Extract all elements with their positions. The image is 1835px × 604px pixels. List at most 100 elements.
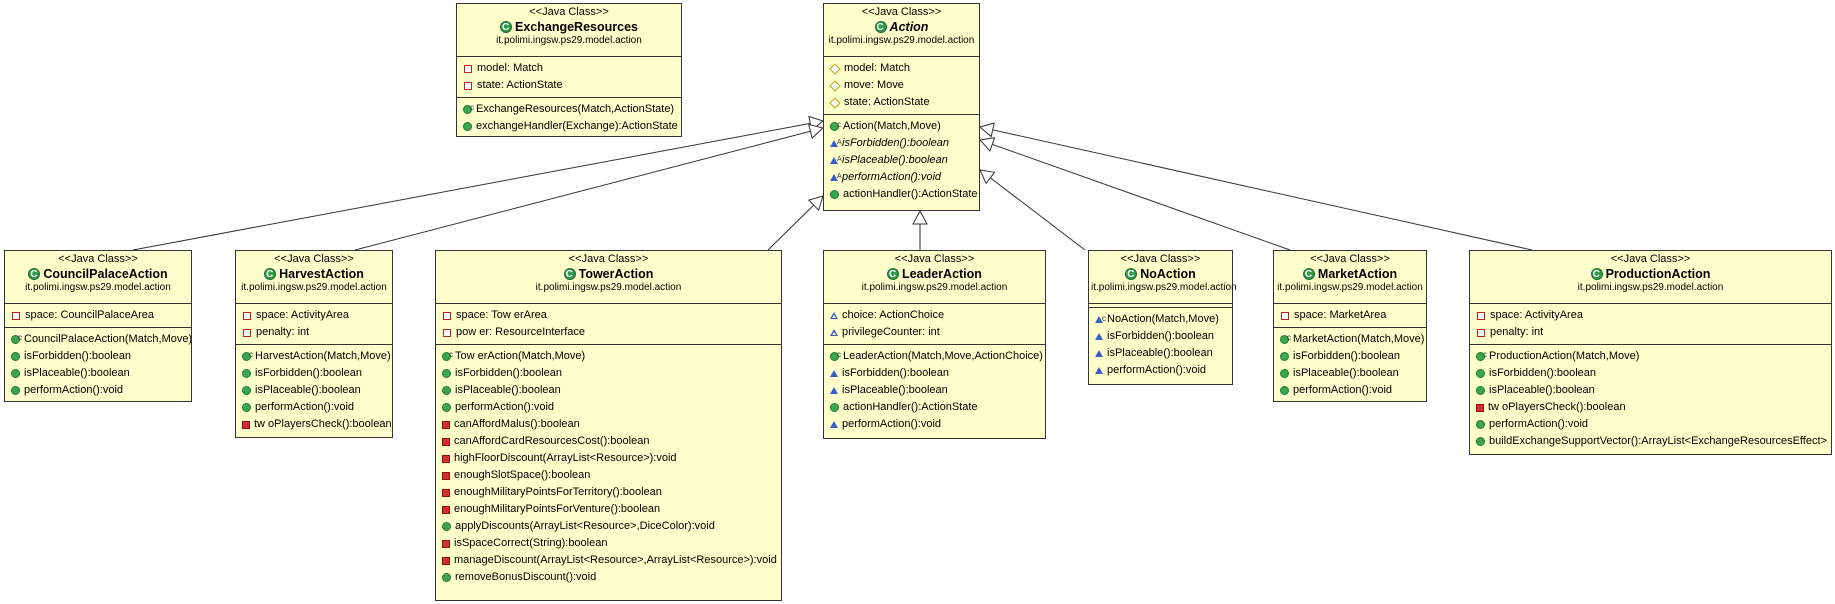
class-exchange-resources[interactable]: <<Java Class>>ExchangeResourcesit.polimi…	[456, 3, 682, 137]
attribute-row[interactable]: space: ActivityArea	[1470, 307, 1831, 324]
method-row[interactable]: performAction():void	[824, 416, 1045, 433]
method-row[interactable]: isForbidden():boolean	[824, 134, 979, 152]
attribute-row[interactable]: penalty: int	[236, 324, 392, 341]
method-text: NoAction(Match,Move)	[1107, 313, 1219, 325]
method-row[interactable]: isForbidden():boolean	[436, 365, 781, 382]
attribute-row[interactable]: privilegeCounter: int	[824, 324, 1045, 341]
method-row[interactable]: isSpaceCorrect(String):boolean	[436, 535, 781, 552]
method-row[interactable]: exchangeHandler(Exchange):ActionState	[457, 118, 681, 135]
method-row[interactable]: Action(Match,Move)	[824, 116, 979, 135]
class-harvest-action[interactable]: <<Java Class>>HarvestActionit.polimi.ing…	[235, 250, 393, 438]
method-row[interactable]: isPlaceable():boolean	[1089, 345, 1232, 362]
method-row[interactable]: manageDiscount(ArrayList<Resource>,Array…	[436, 552, 781, 569]
method-row[interactable]: performAction():void	[236, 399, 392, 416]
method-row[interactable]: isForbidden():boolean	[5, 348, 191, 365]
method-row[interactable]: ExchangeResources(Match,ActionState)	[457, 99, 681, 118]
method-row[interactable]: enoughMilitaryPointsForTerritory():boole…	[436, 484, 781, 501]
method-row[interactable]: canAffordCardResourcesCost():boolean	[436, 433, 781, 450]
method-row[interactable]: HarvestAction(Match,Move)	[236, 346, 392, 365]
class-header: <<Java Class>>CouncilPalaceActionit.poli…	[5, 251, 191, 304]
attribute-row[interactable]: choice: ActionChoice	[824, 307, 1045, 324]
method-row[interactable]: actionHandler():ActionState	[824, 399, 1045, 416]
method-row[interactable]: LeaderAction(Match,Move,ActionChoice)	[824, 346, 1045, 365]
method-row[interactable]: CouncilPalaceAction(Match,Move)	[5, 329, 192, 348]
attribute-row[interactable]: model: Match	[457, 60, 681, 77]
class-icon	[563, 267, 576, 283]
method-row[interactable]: isPlaceable():boolean	[236, 382, 392, 399]
method-row[interactable]: enoughMilitaryPointsForVenture():boolean	[436, 501, 781, 518]
attribute-row[interactable]: space: CouncilPalaceArea	[5, 307, 191, 324]
attribute-row[interactable]: penalty: int	[1470, 324, 1831, 341]
public-method-icon	[242, 369, 251, 378]
method-text: isPlaceable():boolean	[842, 384, 948, 396]
package-label: it.polimi.ingsw.ps29.model.action	[1577, 282, 1724, 293]
attribute-row[interactable]: pow er: ResourceInterface	[436, 324, 781, 341]
method-row[interactable]: ProductionAction(Match,Move)	[1470, 346, 1831, 365]
method-row[interactable]: performAction():void	[1274, 382, 1426, 399]
attribute-row[interactable]: move: Move	[824, 77, 979, 94]
method-row[interactable]: isForbidden():boolean	[1470, 365, 1831, 382]
method-text: isForbidden():boolean	[1107, 330, 1215, 342]
method-text: isForbidden():boolean	[1489, 367, 1597, 379]
method-row[interactable]: isPlaceable():boolean	[5, 365, 191, 382]
attribute-row[interactable]: space: Tow erArea	[436, 307, 781, 324]
method-row[interactable]: Tow erAction(Match,Move)	[436, 346, 781, 365]
method-row[interactable]: isPlaceable():boolean	[824, 382, 1045, 399]
class-name-text: MarketAction	[1317, 267, 1398, 281]
attribute-row[interactable]: space: MarketArea	[1274, 307, 1426, 324]
method-row[interactable]: tw oPlayersCheck():boolean	[1470, 399, 1831, 416]
methods-section: HarvestAction(Match,Move)isForbidden():b…	[236, 345, 392, 436]
method-row[interactable]: tw oPlayersCheck():boolean	[236, 416, 392, 433]
method-row[interactable]: isForbidden():boolean	[1274, 348, 1426, 365]
method-row[interactable]: MarketAction(Match,Move)	[1274, 329, 1426, 348]
method-row[interactable]: isPlaceable():boolean	[436, 382, 781, 399]
method-row[interactable]: performAction():void	[1089, 362, 1232, 379]
method-row[interactable]: isForbidden():boolean	[236, 365, 392, 382]
attribute-row[interactable]: model: Match	[824, 60, 979, 77]
method-row[interactable]: enoughSlotSpace():boolean	[436, 467, 781, 484]
generalization-arrowhead	[807, 195, 824, 212]
attribute-text: state: ActionState	[477, 79, 563, 91]
private-method-icon	[442, 556, 450, 565]
method-row[interactable]: removeBonusDiscount():void	[436, 569, 781, 586]
method-row[interactable]: buildExchangeSupportVector():ArrayList<E…	[1470, 433, 1831, 450]
method-row[interactable]: highFloorDiscount(ArrayList<Resource>):v…	[436, 450, 781, 467]
method-text: ProductionAction(Match,Move)	[1489, 350, 1640, 362]
stereotype-label: <<Java Class>>	[58, 253, 138, 265]
method-row[interactable]: actionHandler():ActionState	[824, 186, 979, 203]
class-production-action[interactable]: <<Java Class>>ProductionActionit.polimi.…	[1469, 250, 1832, 455]
private-method-icon	[442, 437, 450, 446]
class-icon	[264, 267, 277, 283]
class-leader-action[interactable]: <<Java Class>>LeaderActionit.polimi.ings…	[823, 250, 1046, 439]
method-row[interactable]: isForbidden():boolean	[1089, 328, 1232, 345]
method-row[interactable]: isPlaceable():boolean	[1274, 365, 1426, 382]
public-method-icon	[1476, 369, 1485, 378]
class-header: <<Java Class>>ExchangeResourcesit.polimi…	[457, 4, 681, 57]
class-no-action[interactable]: <<Java Class>>NoActionit.polimi.ingsw.ps…	[1088, 250, 1237, 385]
class-market-action[interactable]: <<Java Class>>MarketActionit.polimi.ings…	[1273, 250, 1427, 402]
method-row[interactable]: isPlaceable():boolean	[824, 151, 979, 169]
method-row[interactable]: isPlaceable():boolean	[1470, 382, 1831, 399]
method-row[interactable]: performAction():void	[1470, 416, 1831, 433]
constructor-icon	[830, 116, 841, 133]
package-label: it.polimi.ingsw.ps29.model.action	[861, 282, 1008, 293]
method-row[interactable]: performAction():void	[824, 168, 979, 186]
method-row[interactable]: canAffordMalus():boolean	[436, 416, 781, 433]
class-council-palace-action[interactable]: <<Java Class>>CouncilPalaceActionit.poli…	[4, 250, 192, 402]
class-tower-action[interactable]: <<Java Class>>TowerActionit.polimi.ingsw…	[435, 250, 782, 601]
generalization-arrowhead	[979, 169, 996, 185]
package-label: it.polimi.ingsw.ps29.model.action	[1091, 282, 1237, 293]
method-row[interactable]: performAction():void	[436, 399, 781, 416]
attribute-text: pow er: ResourceInterface	[456, 326, 586, 338]
class-name-text: ProductionAction	[1605, 267, 1711, 281]
method-row[interactable]: isForbidden():boolean	[824, 365, 1045, 382]
class-action[interactable]: <<Java Class>>Actionit.polimi.ingsw.ps29…	[823, 3, 980, 211]
method-row[interactable]: performAction():void	[5, 382, 191, 399]
attribute-row[interactable]: state: ActionState	[824, 94, 979, 111]
attribute-row[interactable]: state: ActionState	[457, 77, 681, 94]
class-name: ProductionAction	[1472, 266, 1829, 283]
method-row[interactable]: applyDiscounts(ArrayList<Resource>,DiceC…	[436, 518, 781, 535]
method-text: performAction():void	[255, 401, 355, 413]
attribute-row[interactable]: space: ActivityArea	[236, 307, 392, 324]
method-row[interactable]: NoAction(Match,Move)	[1089, 310, 1232, 328]
